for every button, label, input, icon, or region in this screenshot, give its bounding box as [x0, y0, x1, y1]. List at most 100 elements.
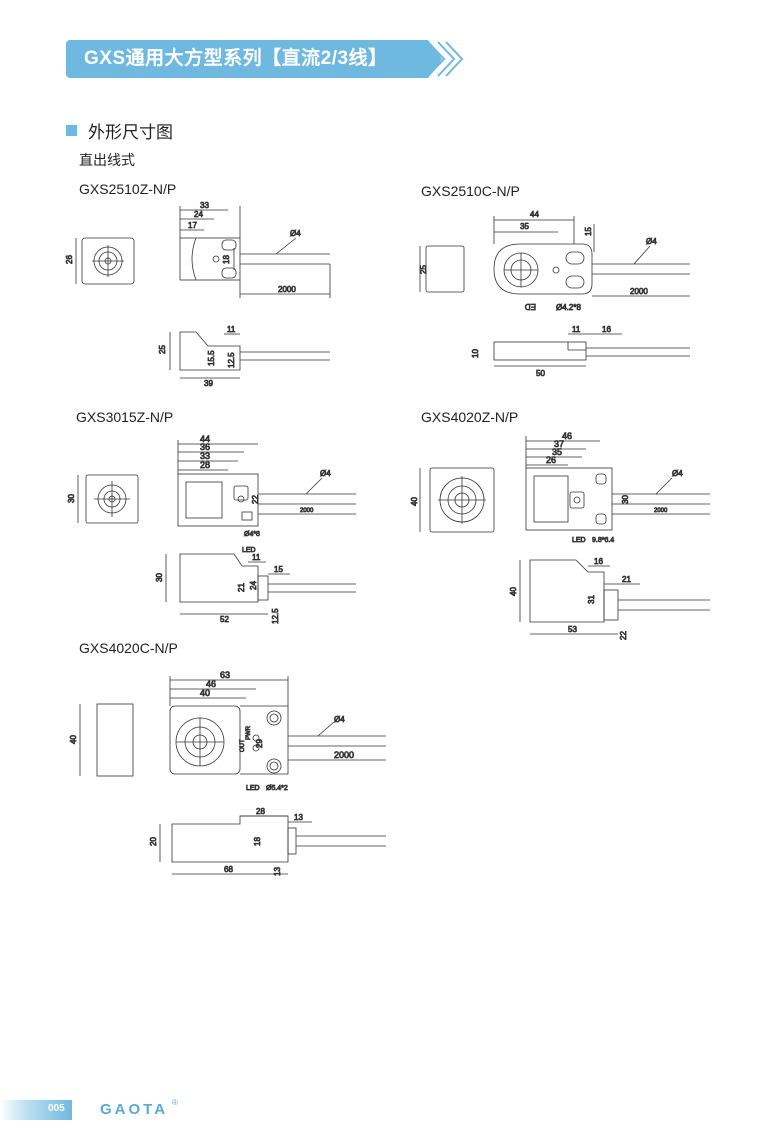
dim-s21-m3: 21 — [237, 583, 246, 592]
dim-hole-m3: Ø4*8 — [244, 531, 260, 538]
drawing-gxs3015z: 30 44 36 33 28 Ø4 22 2000 Ø4*8 LED 11 15… — [67, 434, 356, 624]
dim-s40-m4: 40 — [509, 587, 518, 596]
top-view — [525, 467, 613, 531]
dim-s31-m4: 31 — [587, 595, 596, 604]
model-name-1: GXS2510Z-N/P — [79, 181, 177, 197]
led-label-m5: LED — [246, 785, 260, 792]
dim-cable-m2: Ø4 — [646, 237, 657, 246]
dim-s18-m5: 18 — [253, 837, 262, 846]
side-profile — [171, 815, 289, 863]
ed-label: ED — [525, 302, 536, 311]
dim-cable-m1: Ø4 — [290, 229, 301, 238]
dim-w44-m3: 44 — [200, 434, 210, 444]
dim-s28-m5: 28 — [256, 807, 265, 816]
model-name-2: GXS2510C-N/P — [421, 183, 520, 199]
dim-h26: 26 — [65, 255, 74, 264]
dim-s53-m4: 53 — [568, 625, 577, 634]
dim-len-m4: 2000 — [654, 508, 668, 514]
dim-h40-m4: 40 — [410, 497, 419, 506]
drawing-gxs2510z: 26 33 24 17 Ø4 18 2000 11 25 15.5 12.5 3… — [65, 201, 331, 388]
top-view — [179, 237, 241, 281]
dim-w35: 35 — [520, 222, 529, 231]
section-marker — [66, 125, 77, 136]
dim-h15: 15 — [584, 227, 593, 236]
dim-h29-m5: 29 — [255, 739, 264, 748]
dim-s21-m4: 21 — [622, 575, 631, 584]
dim-w33-m3: 33 — [200, 451, 210, 461]
dim-w37-m4: 37 — [554, 439, 564, 449]
registered-mark: ® — [172, 1098, 178, 1107]
dim-s11-m3: 11 — [252, 553, 261, 562]
dim-s10-m2: 10 — [471, 349, 480, 358]
dim-w17: 17 — [188, 221, 197, 230]
dim-cable-m4: Ø4 — [672, 469, 683, 478]
dim-w46-m5: 46 — [206, 679, 216, 689]
dim-s25: 25 — [158, 345, 167, 354]
side-view — [179, 331, 241, 371]
dim-w36-m3: 36 — [200, 442, 210, 452]
out-label: OUT — [240, 739, 246, 752]
dim-w28-m3: 28 — [200, 460, 210, 470]
front-view — [429, 467, 495, 533]
top-view — [177, 473, 259, 527]
dim-w46-m4: 46 — [562, 431, 572, 441]
dim-s52-m3: 52 — [220, 615, 229, 624]
drawing-gxs4020c: 40 63 46 40 Ø4 29 OUT PWR 2000 LED Ø5.4*… — [69, 670, 386, 876]
dim-h40-m5: 40 — [69, 735, 78, 744]
dim-s125-m3: 12.5 — [271, 608, 280, 624]
dim-len-m3: 2000 — [300, 508, 314, 514]
dim-s16-m4: 16 — [594, 557, 603, 566]
front-view — [85, 474, 139, 524]
drawing-gxs2510c: 25 44 35 15 Ø4 2000 ED Ø4.2*8 11 16 10 5… — [419, 210, 690, 378]
dim-h25: 25 — [419, 265, 428, 274]
dim-s39: 39 — [204, 379, 213, 388]
dim-h30-m3: 30 — [67, 494, 76, 503]
dim-s24-m3: 24 — [249, 581, 258, 590]
brand-logo: GAOTA — [100, 1101, 169, 1118]
dim-len-m5: 2000 — [334, 750, 354, 760]
dim-s11: 11 — [227, 325, 236, 334]
model-name-5: GXS4020C-N/P — [79, 640, 178, 656]
side-view — [529, 559, 605, 623]
dim-s16-m2: 16 — [602, 325, 611, 334]
dim-s15-m3: 15 — [274, 565, 283, 574]
chevron-decor-icon — [414, 40, 464, 78]
dim-s155: 15.5 — [207, 350, 216, 366]
section-subtitle: 直出线式 — [79, 152, 135, 168]
dim-w24: 24 — [194, 210, 203, 219]
dim-s30-m3: 30 — [155, 573, 164, 582]
pwr-label: PWR — [246, 725, 252, 740]
dim-len-m1: 2000 — [278, 285, 296, 294]
dim-w44: 44 — [530, 210, 539, 219]
dim-s50-m2: 50 — [536, 369, 545, 378]
dim-cable-m3: Ø4 — [320, 469, 331, 478]
dim-s125: 12.5 — [227, 352, 236, 368]
side-view — [96, 703, 134, 777]
dim-s22-m4: 22 — [619, 631, 628, 640]
dim-hole-m2: Ø4.2*8 — [556, 303, 581, 312]
dim-w33: 33 — [200, 201, 209, 210]
dim-w35-m4: 35 — [552, 447, 562, 457]
dim-w26-m4: 26 — [546, 455, 556, 465]
model-name-3: GXS3015Z-N/P — [76, 409, 174, 425]
dim-w40-m5: 40 — [200, 688, 210, 698]
dim-h30-m4: 30 — [621, 495, 630, 504]
dim-w63-m5: 63 — [220, 670, 230, 680]
page-title: GXS通用大方型系列【直流2/3线】 — [84, 48, 388, 69]
header-banner — [66, 40, 426, 78]
dim-h18: 18 — [222, 255, 231, 264]
side-view — [425, 245, 465, 293]
drawing-gxs4020z: 40 46 37 35 26 Ø4 30 2000 LED 9.8*6.4 16… — [410, 431, 710, 640]
dim-s11-m2: 11 — [572, 325, 581, 334]
dim-s20-m5: 20 — [149, 837, 158, 846]
dim-s13b-m5: 13 — [273, 867, 282, 876]
top-view — [493, 243, 593, 295]
page-number: 005 — [48, 1103, 65, 1114]
front-view — [81, 237, 135, 285]
dim-hole-m5: Ø5.4*2 — [266, 785, 288, 792]
led-label-m3: LED — [242, 547, 256, 554]
dim-len-m2: 2000 — [630, 287, 648, 296]
top-view — [169, 705, 241, 775]
dim-h22-m3: 22 — [251, 495, 260, 504]
dim-slot-m4: 9.8*6.4 — [592, 537, 614, 544]
